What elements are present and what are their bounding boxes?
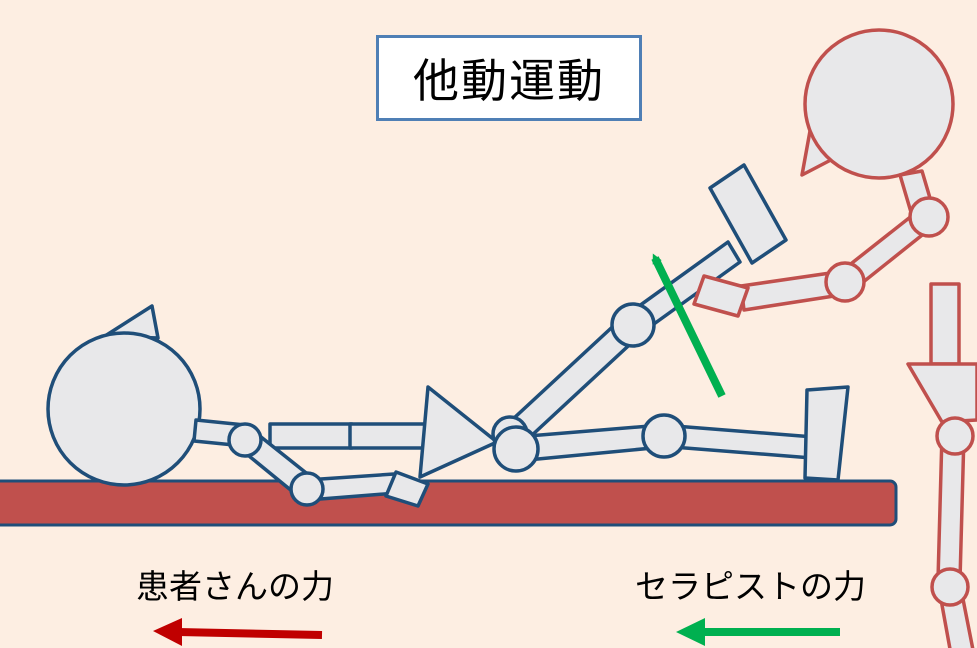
patient-torso-lower xyxy=(348,422,430,450)
patient-hip-joint xyxy=(492,425,540,473)
patient-straight-foot xyxy=(803,385,850,482)
patient-figure xyxy=(46,163,850,508)
patient-pelvis xyxy=(418,385,499,479)
title-box: 他動運動 xyxy=(376,35,642,121)
motion-arrow xyxy=(651,253,726,398)
therapist-knee-joint xyxy=(930,567,970,607)
therapist-force-arrow xyxy=(676,618,840,646)
therapist-pelvis xyxy=(906,362,977,424)
therapist-head xyxy=(803,28,955,180)
patient-force-arrow xyxy=(153,618,323,646)
patient-raised-foot xyxy=(708,163,788,265)
therapist-thigh xyxy=(936,432,966,582)
therapist-figure xyxy=(692,28,977,648)
therapist-hand xyxy=(692,274,750,318)
patient-hand xyxy=(384,470,430,508)
patient-knee-joint-raised xyxy=(610,302,656,348)
patient-elbow-joint xyxy=(289,471,325,507)
diagram-title: 他動運動 xyxy=(413,54,605,108)
patient-torso-upper xyxy=(268,422,354,450)
patient-head xyxy=(46,331,202,487)
therapist-hip-joint xyxy=(935,416,975,456)
patient-knee-joint-straight xyxy=(641,413,687,459)
therapist-spine xyxy=(929,282,961,366)
therapist-elbow-joint xyxy=(824,261,866,303)
therapist-shoulder-joint xyxy=(908,196,950,238)
therapist-force-label: セラピストの力 xyxy=(635,567,866,606)
bed xyxy=(0,479,898,527)
patient-force-label: 患者さんの力 xyxy=(136,567,334,606)
patient-shoulder-joint xyxy=(227,422,263,458)
